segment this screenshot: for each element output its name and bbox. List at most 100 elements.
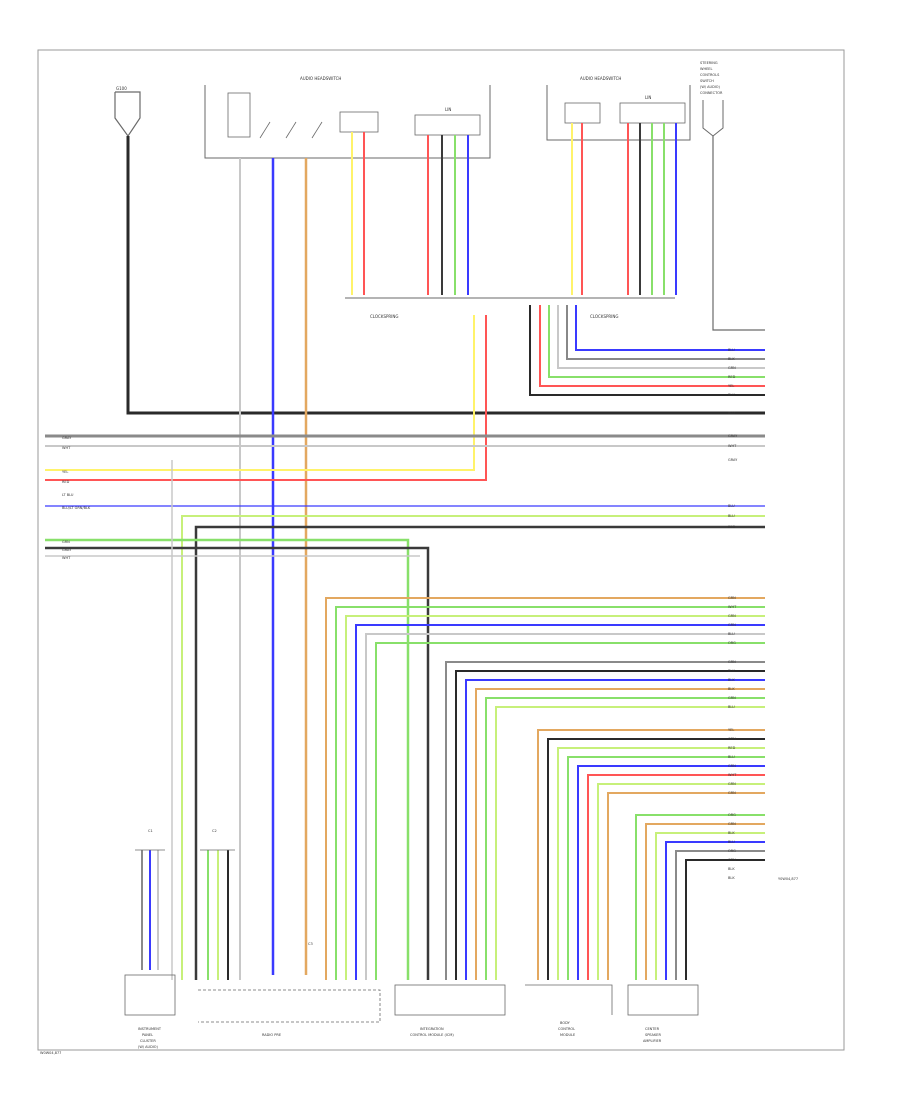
right-wire-label: GRN xyxy=(728,366,736,370)
right-wire-label: BLK xyxy=(728,393,735,397)
svg-text:(W/ AUDIO): (W/ AUDIO) xyxy=(700,85,721,89)
right-wire-label: BLK xyxy=(728,876,735,880)
svg-text:WHT: WHT xyxy=(62,446,71,450)
right-wire-label: BLK xyxy=(728,357,735,361)
right-wire-label: GRN xyxy=(728,660,736,664)
right-wire-label: BLK xyxy=(728,669,735,673)
right-wire-label: GRAY xyxy=(728,458,738,462)
icm-box xyxy=(394,984,506,1016)
svg-text:RED: RED xyxy=(62,480,70,484)
svg-text:GRAY: GRAY xyxy=(62,548,72,552)
right-wire-label: BLU xyxy=(728,514,735,518)
svg-text:WHT: WHT xyxy=(62,556,71,560)
right-wire-label: GRN xyxy=(728,822,736,826)
right-wire-label: RED xyxy=(728,746,736,750)
right-wire-label: BLU xyxy=(728,348,735,352)
right-wire-label: GRN xyxy=(728,764,736,768)
right-wire-label: BLU xyxy=(728,705,735,709)
right-wire-label: RED xyxy=(728,525,736,529)
right-wire-label: BLU xyxy=(728,755,735,759)
svg-text:CENTER: CENTER xyxy=(645,1027,660,1031)
clockspring-wires xyxy=(45,305,765,481)
right-wire-label: BLK xyxy=(728,831,735,835)
svg-text:BODY: BODY xyxy=(560,1021,571,1025)
svg-text:SPEAKER: SPEAKER xyxy=(645,1033,661,1037)
instrument-cluster-box xyxy=(124,974,176,1016)
right-wire-label: RED xyxy=(728,375,736,379)
lin-right-label: LIN xyxy=(645,95,651,100)
audio-headswitch-right-label: AUDIO HEADSWITCH xyxy=(580,76,621,81)
svg-text:YEL: YEL xyxy=(62,470,68,474)
diagram-frame xyxy=(37,49,845,1051)
footer-code: W0W04,877 xyxy=(40,1051,61,1055)
audio-headswitch-right: AUDIO HEADSWITCH LIN xyxy=(546,76,691,141)
bus-wires xyxy=(45,434,765,980)
bottom-components: INSTRUMENT PANEL CLUSTER (W/ AUDIO) RADI… xyxy=(124,974,699,1049)
right-wire-label: GRN xyxy=(728,614,736,618)
clockspring-right-label: CLOCKSPRING xyxy=(590,314,618,319)
top-wires xyxy=(126,123,765,980)
right-wire-label: GRN xyxy=(728,737,736,741)
right-wire-label: BLK xyxy=(728,687,735,691)
right-wire-label: WHT xyxy=(728,773,737,777)
svg-text:GRAY: GRAY xyxy=(62,436,72,440)
right-wire-label: WHT xyxy=(728,444,737,448)
connector-blocks: C1 C2 C3 xyxy=(135,829,313,946)
audio-headswitch-left: AUDIO HEADSWITCH LIN xyxy=(204,76,491,159)
svg-text:CONTROLS: CONTROLS xyxy=(700,73,720,77)
right-wire-label: BLU xyxy=(728,632,735,636)
svg-text:PANEL: PANEL xyxy=(142,1033,153,1037)
svg-text:C3: C3 xyxy=(308,942,313,946)
right-wire-label: ORG xyxy=(728,641,736,645)
right-wire-label: WHT xyxy=(728,605,737,609)
right-wire-label: GRN xyxy=(728,791,736,795)
svg-text:INSTRUMENT: INSTRUMENT xyxy=(138,1027,162,1031)
right-wire-label: GRN xyxy=(728,782,736,786)
corner-note: Y0W04,877 xyxy=(778,877,798,881)
right-wire-label: GRAY xyxy=(728,434,738,438)
svg-text:CLUSTER: CLUSTER xyxy=(140,1039,156,1043)
svg-text:CONTROL: CONTROL xyxy=(558,1027,575,1031)
svg-text:BLU/LT GRN/BLK: BLU/LT GRN/BLK xyxy=(62,506,91,510)
right-wire-label: BLK xyxy=(728,867,735,871)
right-wire-label: GRN xyxy=(728,596,736,600)
svg-text:CONTROL MODULE (ICM): CONTROL MODULE (ICM) xyxy=(410,1033,454,1037)
right-wire-label: GRN xyxy=(728,623,736,627)
svg-text:LT BLU: LT BLU xyxy=(62,493,74,497)
left-wire-labels: GRAY WHT YEL RED LT BLU BLU/LT GRN/BLK G… xyxy=(62,436,91,560)
fan-wires xyxy=(325,597,765,980)
steering-wheel-connector: STEERING WHEEL CONTROLS SWITCH (W/ AUDIO… xyxy=(700,61,724,137)
bcm-box xyxy=(525,984,613,1015)
svg-text:STEERING: STEERING xyxy=(700,61,718,65)
right-wire-label: YEL xyxy=(728,728,734,732)
right-wire-label: BLU xyxy=(728,840,735,844)
right-wire-label: BLK xyxy=(728,678,735,682)
ground-label: G100 xyxy=(116,86,127,91)
right-wire-label: BLU xyxy=(728,504,735,508)
svg-text:SWITCH: SWITCH xyxy=(700,79,714,83)
cluster-wires xyxy=(141,850,229,980)
lin-left-label: LIN xyxy=(445,107,451,112)
svg-text:CONNECTOR: CONNECTOR xyxy=(700,91,723,95)
svg-text:(W/ AUDIO): (W/ AUDIO) xyxy=(138,1045,159,1049)
audio-headswitch-left-label: AUDIO HEADSWITCH xyxy=(300,76,341,81)
radio-box xyxy=(198,989,381,1023)
svg-text:C1: C1 xyxy=(148,829,153,833)
svg-text:MODULE: MODULE xyxy=(560,1033,575,1037)
speaker-amp-box xyxy=(627,984,699,1016)
right-wire-label: GRN xyxy=(728,696,736,700)
svg-text:AMPLIFIER: AMPLIFIER xyxy=(643,1039,662,1043)
right-wire-label: ORG xyxy=(728,849,736,853)
svg-text:INTEGRATION: INTEGRATION xyxy=(420,1027,444,1031)
ground-connector-g100: G100 xyxy=(114,86,141,138)
right-wire-labels: BLU BLK GRN RED YEL BLK BLU GRAY WHT GRAY BLU BLU RE… xyxy=(728,348,738,880)
right-wire-label: YEL xyxy=(728,384,734,388)
right-wire-label: GRN xyxy=(728,858,736,862)
clockspring-left-label: CLOCKSPRING xyxy=(370,314,398,319)
right-wire-label: BLU xyxy=(728,411,735,415)
svg-text:C2: C2 xyxy=(212,829,217,833)
svg-text:WHEEL: WHEEL xyxy=(700,67,713,71)
right-wire-label: ORG xyxy=(728,813,736,817)
svg-text:RADIO PRE: RADIO PRE xyxy=(262,1033,281,1037)
